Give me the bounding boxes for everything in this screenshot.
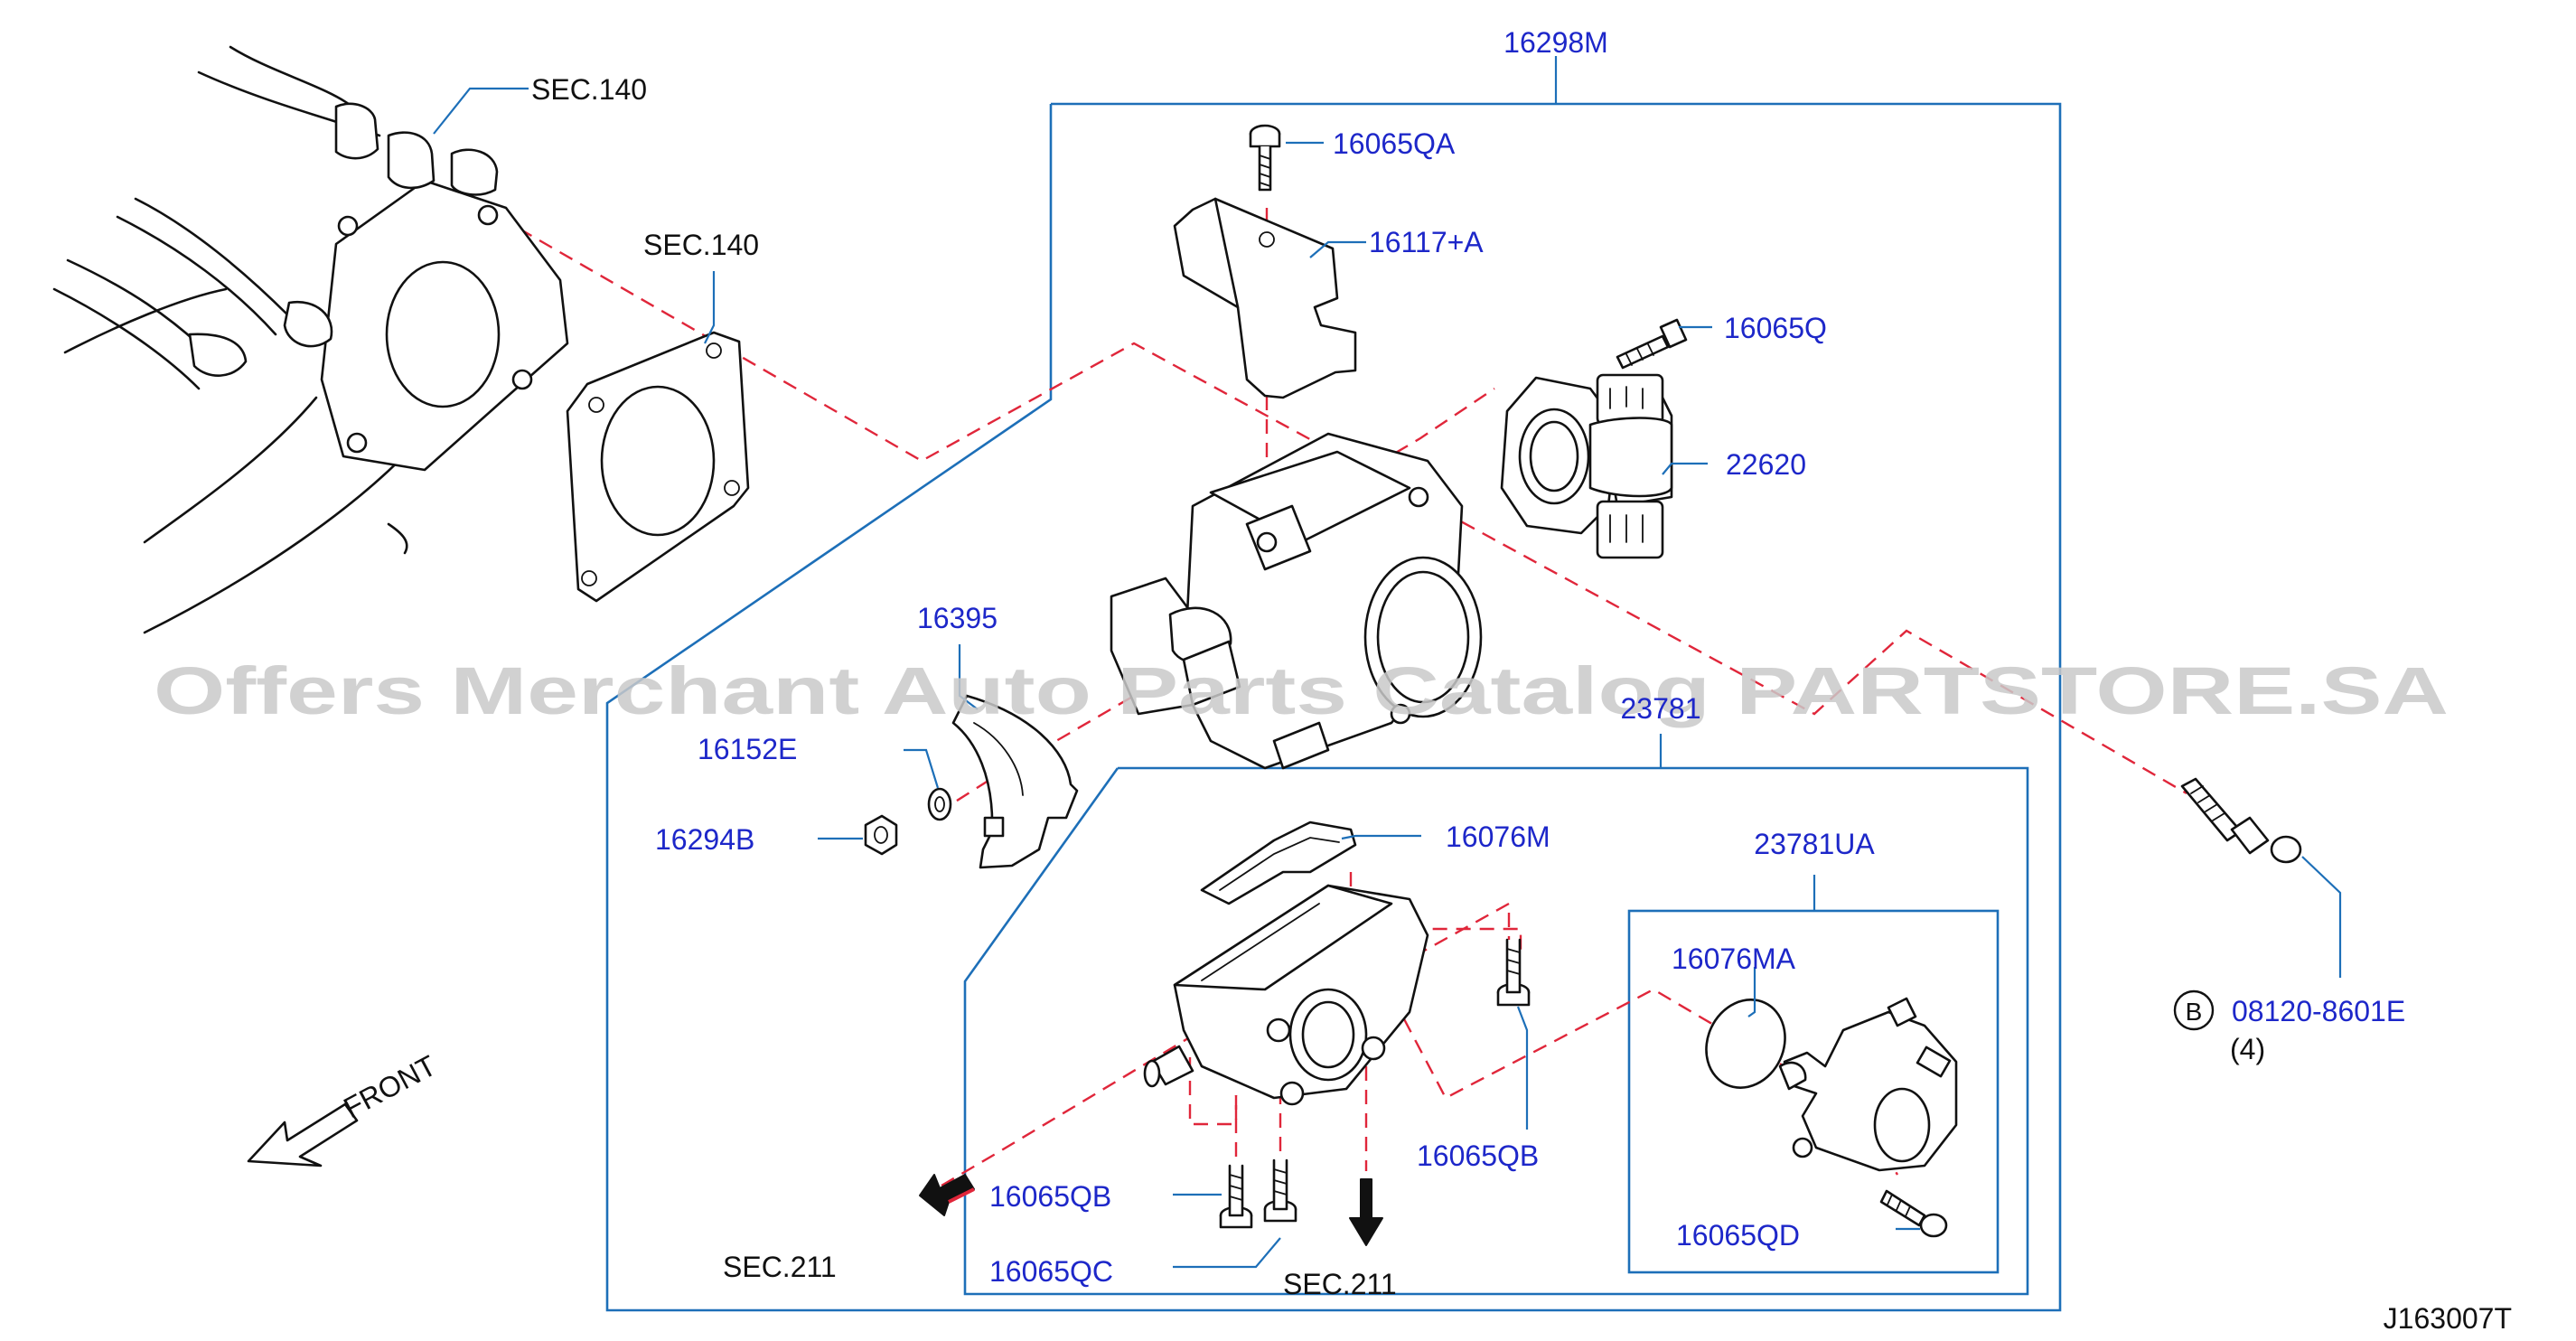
gasket-16076MA	[1705, 999, 1786, 1089]
label-23781UA[interactable]: 23781UA	[1754, 828, 1875, 860]
label-16065QA[interactable]: 16065QA	[1333, 127, 1456, 160]
label-16395[interactable]: 16395	[917, 602, 998, 634]
label-16152E[interactable]: 16152E	[698, 733, 797, 765]
label-16117A[interactable]: 16117+A	[1369, 226, 1484, 258]
label-08120-8601E[interactable]: 08120-8601E	[2232, 995, 2405, 1027]
label-16065QB-left[interactable]: 16065QB	[989, 1180, 1111, 1213]
label-16298M[interactable]: 16298M	[1503, 26, 1608, 59]
bracket-16117	[1173, 197, 1357, 399]
bolt-16065Q	[1616, 318, 1688, 370]
part-labels: SEC.140 SEC.140 16298M 16065QA 16117+A 1…	[338, 26, 2512, 1335]
leader-lines	[433, 87, 2342, 1269]
throttle-sensor-22620	[1500, 373, 1673, 559]
label-sec211-left[interactable]: SEC.211	[723, 1251, 837, 1283]
label-sec140-gasket[interactable]: SEC.140	[643, 229, 759, 261]
label-16065QB-right[interactable]: 16065QB	[1417, 1139, 1539, 1172]
sec211-right-arrow	[1349, 1178, 1383, 1246]
bolt-16065QC	[1263, 1158, 1297, 1223]
sec211-left-arrow	[919, 1174, 975, 1216]
throttle-drum-16395	[951, 694, 1079, 869]
bolt-16065QA	[1249, 124, 1281, 192]
bolt-16065QB-left	[1219, 1164, 1253, 1229]
label-16065QD[interactable]: 16065QD	[1676, 1219, 1800, 1252]
iacv-housing	[1143, 884, 1429, 1106]
label-22620[interactable]: 22620	[1726, 448, 1806, 481]
label-16294B[interactable]: 16294B	[655, 823, 754, 856]
marker-b: B	[2186, 998, 2203, 1026]
intake-manifold	[52, 45, 569, 634]
label-23781[interactable]: 23781	[1621, 692, 1701, 725]
label-16076MA[interactable]: 16076MA	[1672, 942, 1796, 975]
label-08120-qty: (4)	[2230, 1033, 2265, 1065]
front-arrow	[247, 1102, 359, 1168]
washer-16152E	[927, 787, 952, 821]
bolt-08120-8601E	[2180, 777, 2302, 864]
bolt-16065QB-right	[1496, 938, 1531, 1007]
watermark: Offers Merchant Auto Parts Catalog PARTS…	[154, 653, 2449, 728]
assembly-boxes	[605, 56, 2062, 1312]
intake-gasket	[566, 331, 750, 603]
label-sec211-right[interactable]: SEC.211	[1283, 1268, 1397, 1300]
nut-16294B	[864, 814, 898, 856]
label-front: FRONT	[338, 1049, 441, 1125]
label-sec140-manifold[interactable]: SEC.140	[531, 73, 647, 106]
gasket-16076M	[1200, 821, 1357, 905]
label-16076M[interactable]: 16076M	[1446, 821, 1550, 853]
screw-16065QD	[1879, 1189, 1948, 1238]
iac-valve-23781UA	[1778, 997, 1958, 1172]
diagram-code: J163007T	[2384, 1302, 2512, 1335]
label-16065QC[interactable]: 16065QC	[989, 1255, 1113, 1288]
throttle-body	[1110, 432, 1483, 770]
label-16065Q[interactable]: 16065Q	[1724, 312, 1827, 344]
marker-b-circle	[2173, 989, 2215, 1031]
